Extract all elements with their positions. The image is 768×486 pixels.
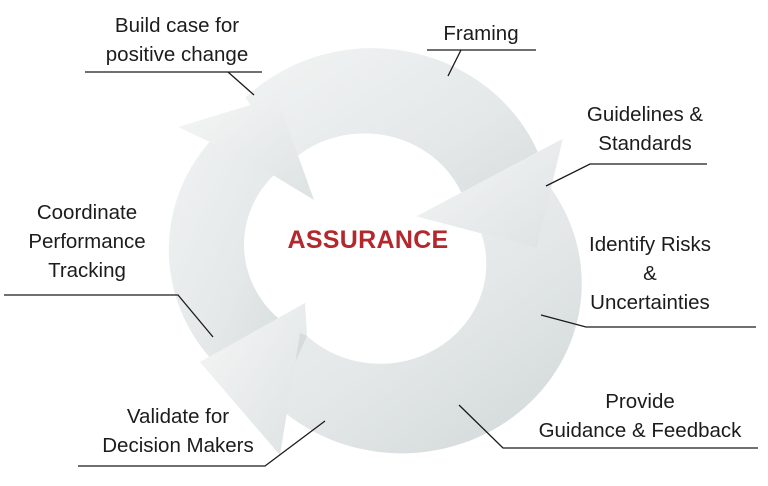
leader-coordinate	[4, 294, 214, 338]
label-line: Framing	[443, 22, 519, 45]
label-line: Build case for	[114, 14, 240, 37]
label-line: &	[643, 262, 657, 285]
label-line: Tracking	[48, 259, 126, 282]
cycle-ring	[168, 48, 582, 455]
leader-build-case-tick	[227, 71, 255, 96]
label-line: positive change	[105, 43, 249, 66]
label-line: Identify Risks	[589, 233, 711, 256]
label-line: Performance	[28, 230, 146, 253]
label-identify-risks: Identify Risks & Uncertainties	[558, 230, 742, 317]
label-framing: Framing	[423, 19, 539, 48]
label-line: Decision Makers	[102, 434, 254, 457]
label-line: Provide	[605, 390, 675, 413]
label-line: Coordinate	[36, 201, 138, 224]
label-line: Guidance & Feedback	[538, 419, 742, 442]
center-title: ASSURANCE	[287, 226, 449, 254]
label-guidelines: Guidelines & Standards	[560, 100, 730, 158]
leader-validate	[78, 420, 326, 467]
label-line: Uncertainties	[590, 291, 710, 314]
leader-risks	[540, 314, 756, 328]
label-build-case: Build case for positive change	[82, 11, 272, 69]
arrow-head-bottom	[200, 303, 305, 455]
leader-guidance	[458, 404, 758, 449]
label-line: Guidelines &	[586, 103, 704, 126]
label-validate: Validate for Decision Makers	[78, 402, 278, 460]
arrow-head-top-left	[178, 97, 314, 200]
label-coordinate: Coordinate Performance Tracking	[2, 198, 172, 285]
leader-framing-tick	[447, 49, 462, 77]
leader-lines	[4, 49, 758, 467]
cycle-arrow-right-bottom	[200, 185, 582, 455]
label-provide-guidance: Provide Guidance & Feedback	[515, 387, 765, 445]
label-line: Standards	[598, 132, 692, 155]
label-line: Validate for	[126, 405, 230, 428]
arrow-head-right	[416, 138, 563, 248]
leader-guidelines	[545, 163, 707, 187]
